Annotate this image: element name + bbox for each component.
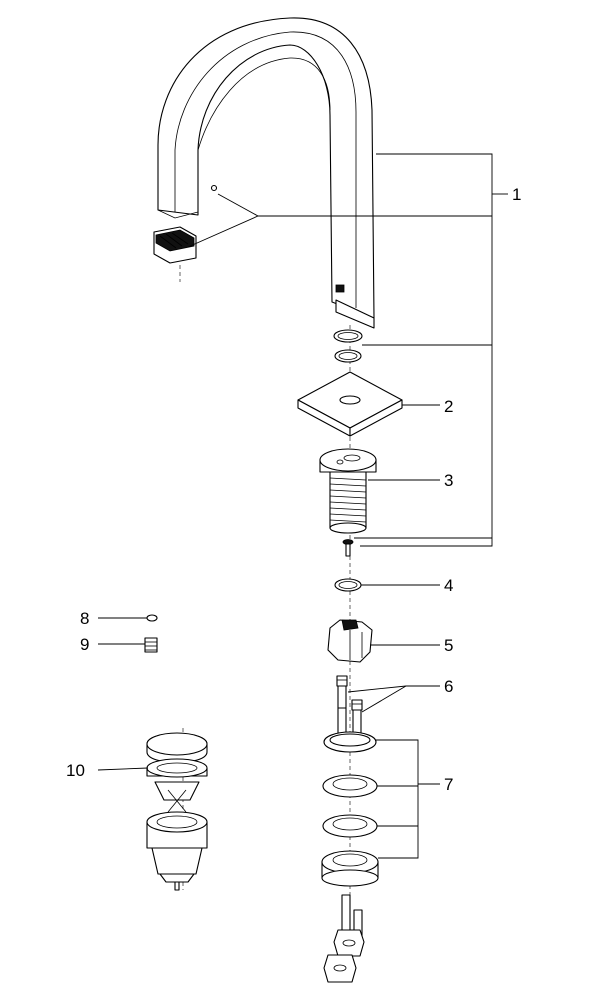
leader-lines xyxy=(97,153,508,859)
callout-7: 7 xyxy=(444,775,453,794)
aerator-part xyxy=(153,226,197,264)
small-screw xyxy=(342,539,354,557)
square-plate-part-2 xyxy=(297,371,403,437)
callout-2: 2 xyxy=(444,397,453,416)
callout-9: 9 xyxy=(80,635,89,654)
callout-6: 6 xyxy=(444,677,453,696)
supply-pipes-part-6 xyxy=(336,675,363,747)
flexible-hoses xyxy=(323,894,365,983)
cartridge-part-5 xyxy=(327,619,373,663)
callout-5: 5 xyxy=(444,636,453,655)
center-axis-line xyxy=(179,265,351,905)
spout-part-1 xyxy=(157,17,375,329)
small-ring-part-8 xyxy=(146,614,158,622)
threaded-body-part-3 xyxy=(319,448,377,534)
callout-1: 1 xyxy=(512,185,521,204)
callout-10: 10 xyxy=(66,761,85,780)
o-ring-part-4 xyxy=(334,578,362,592)
washer-set-part-7 xyxy=(321,731,379,887)
callout-4: 4 xyxy=(444,576,453,595)
callout-8: 8 xyxy=(80,609,89,628)
o-ring-pair xyxy=(333,329,363,363)
small-fitting-part-9 xyxy=(144,637,158,653)
callout-3: 3 xyxy=(444,471,453,490)
drain-valve-part-10 xyxy=(146,732,208,891)
